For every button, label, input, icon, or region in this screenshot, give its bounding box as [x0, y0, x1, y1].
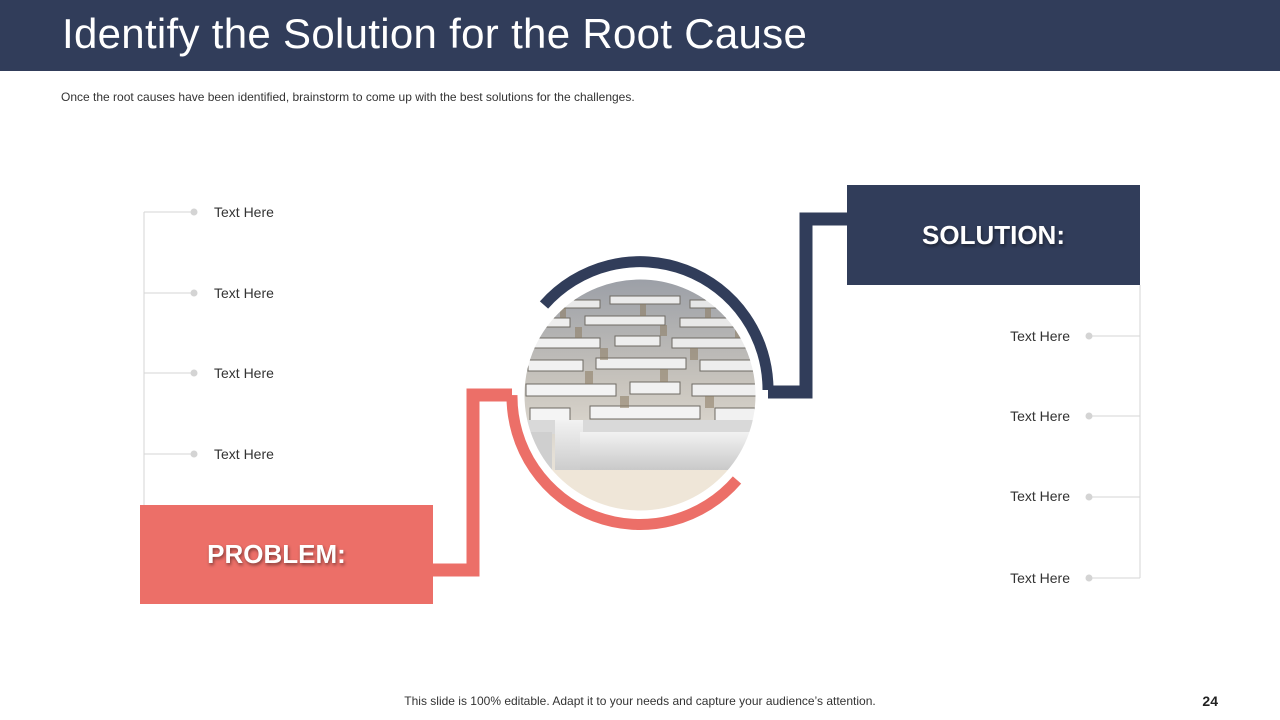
problem-label: PROBLEM: [207, 539, 346, 569]
problem-item-1: Text Here [214, 204, 274, 220]
coral-arc [506, 394, 742, 530]
slide-title: Identify the Solution for the Root Cause [62, 10, 808, 57]
solution-item-3: Text Here [1010, 488, 1070, 504]
solution-label: SOLUTION: [922, 219, 1065, 250]
navy-arc [539, 256, 774, 391]
page-number: 24 [1202, 693, 1218, 709]
solution-connector-lines [1089, 285, 1141, 579]
problem-step-connector [433, 388, 512, 577]
footer-note: This slide is 100% editable. Adapt it to… [404, 694, 876, 708]
title-bar [0, 0, 1280, 71]
problem-item-3: Text Here [214, 365, 274, 381]
problem-item-2: Text Here [214, 285, 274, 301]
solution-bullet-dots [1085, 332, 1093, 582]
solution-step-connector [768, 212, 847, 399]
maze-image-border [521, 276, 759, 514]
solution-item-1: Text Here [1010, 328, 1070, 344]
solution-box: SOLUTION: [847, 185, 1140, 285]
maze-image [523, 278, 757, 512]
slide-subtitle: Once the root causes have been identifie… [61, 90, 635, 104]
problem-item-4: Text Here [214, 446, 274, 462]
problem-bullet-dots [190, 208, 198, 458]
solution-item-2: Text Here [1010, 408, 1070, 424]
problem-connector-lines [143, 211, 194, 505]
problem-box: PROBLEM: [140, 505, 433, 604]
solution-item-4: Text Here [1010, 570, 1070, 586]
